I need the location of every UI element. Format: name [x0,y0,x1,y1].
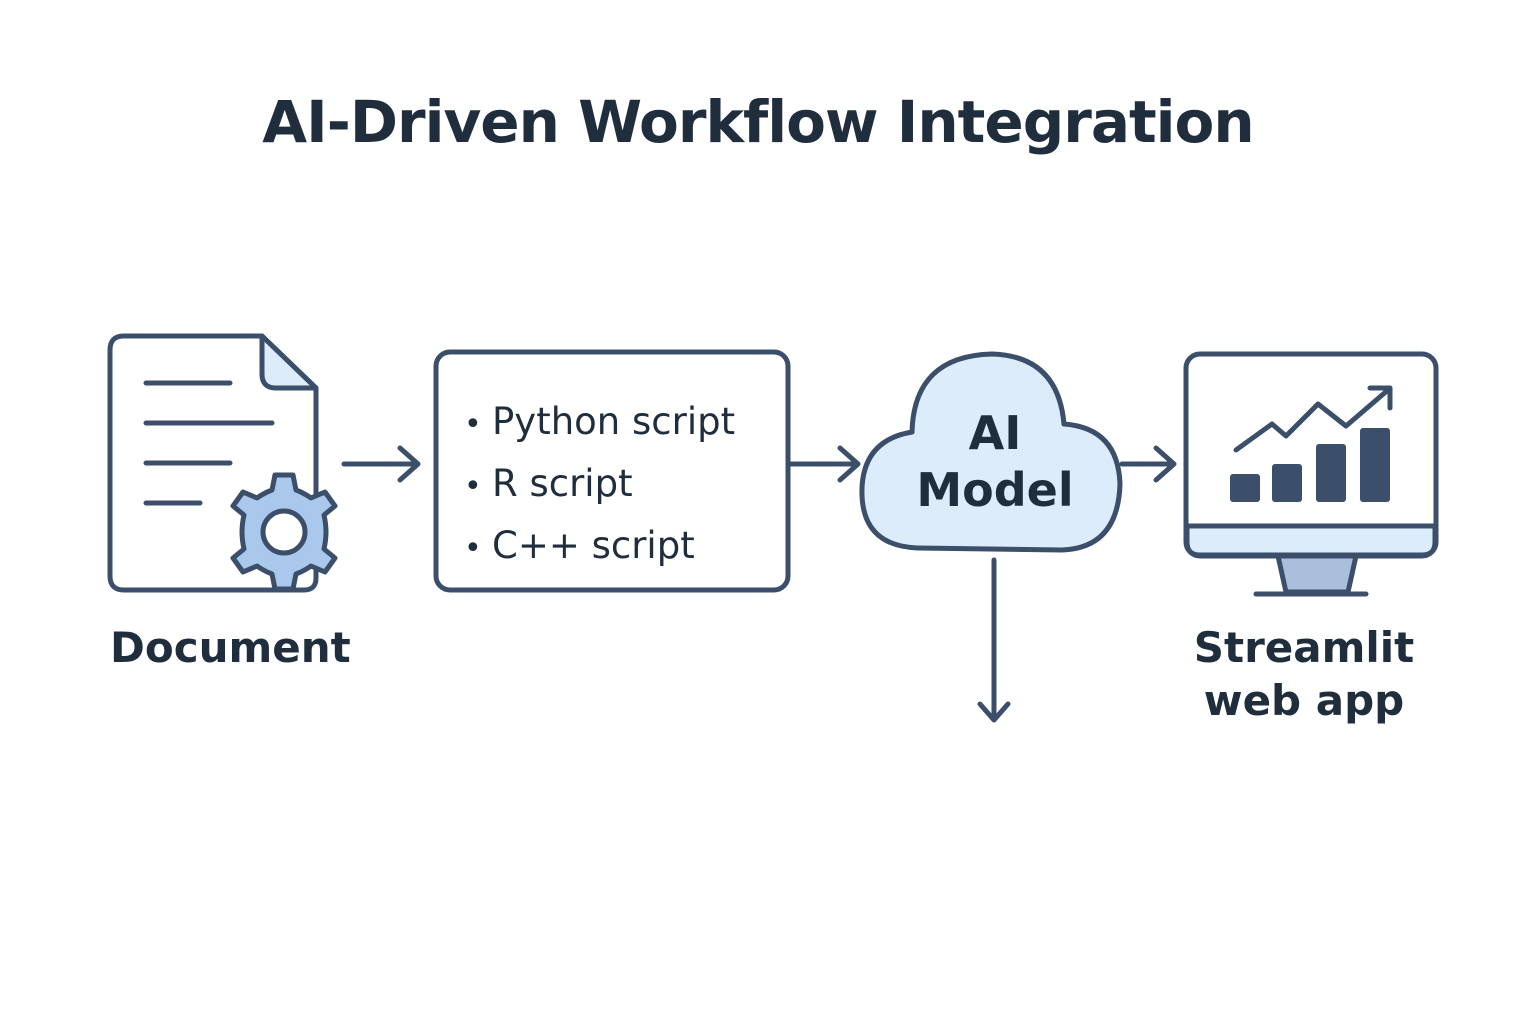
script-item-python: Python script [464,392,735,454]
web-app-line2: web app [1203,675,1405,725]
arrow-model-down [977,557,1011,723]
cloud-icon [859,351,1123,553]
arrow-scripts-to-model [787,445,861,483]
trend-line [1233,387,1391,453]
ai-model-line2: Model [916,463,1074,517]
scripts-list: Python script R script C++ script [464,392,735,578]
script-item-r: R script [464,454,735,516]
gear-icon [230,472,338,592]
arrow-document-to-scripts [341,445,421,483]
arrow-model-to-webapp [1119,445,1177,483]
trend-arrowhead [1367,385,1393,411]
ai-model-line1: AI [968,406,1022,460]
document-label: Document [110,623,351,672]
web-app-line1: Streamlit [1193,623,1415,672]
chart-bars [1230,428,1390,502]
script-item-cpp: C++ script [464,516,735,578]
ai-model-label: AI Model [900,405,1090,519]
web-app-label: Streamlit web app [1186,622,1422,727]
diagram-title: AI-Driven Workflow Integration [262,88,1254,156]
monitor-icon [1183,351,1439,597]
